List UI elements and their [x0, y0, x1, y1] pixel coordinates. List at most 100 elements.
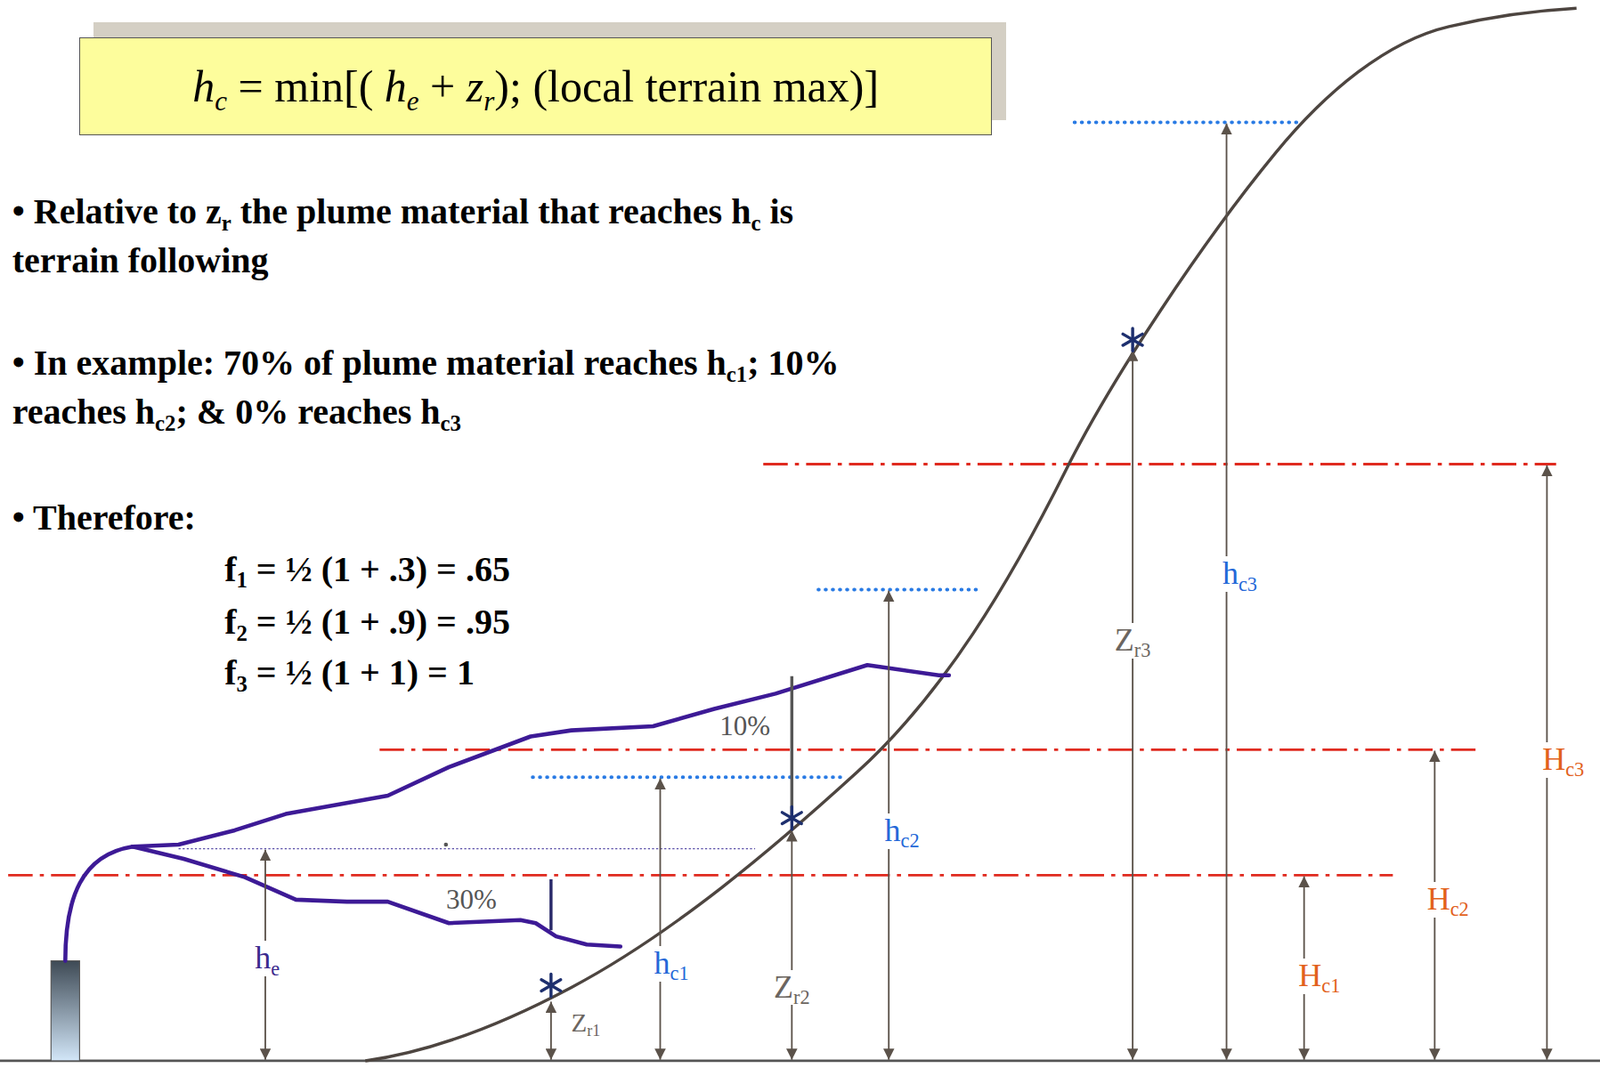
height-label: h	[885, 812, 902, 849]
formula-text: z	[466, 61, 484, 112]
centerline-dot	[444, 843, 449, 848]
bullet-text: ; & 0% reaches h	[176, 391, 441, 432]
formula-text: =	[238, 61, 264, 112]
formula-text: min[(	[274, 61, 374, 112]
bullet-text-group: • Relative to zr the plume material that …	[12, 191, 794, 233]
height-label: c3	[1238, 573, 1258, 596]
percent-label-group: 10%	[716, 711, 773, 742]
plume	[64, 665, 949, 961]
height-label: Z	[570, 1008, 587, 1038]
hc3-dotted	[1074, 121, 1299, 125]
bullet-text-group: terrain following	[12, 240, 269, 282]
hc1-line	[8, 874, 1393, 878]
terrain-curve	[365, 8, 1576, 1062]
height-label: h	[654, 945, 671, 982]
height-label-group: Hc3	[1539, 742, 1587, 779]
height-label: e	[270, 958, 280, 981]
zr1-arrow	[550, 1001, 553, 1060]
fraction-equation-group: f3 = ½ (1 + 1) = 1	[224, 652, 475, 694]
bullet-text: c	[750, 211, 761, 236]
height-label-group: Zr3	[1112, 623, 1154, 659]
bullet-text: c1	[726, 362, 748, 387]
plume-lower-edge	[132, 846, 621, 947]
bullet-text: • Relative to z	[12, 191, 222, 232]
height-label: c3	[1565, 758, 1584, 781]
height-label: h	[1222, 555, 1239, 592]
bullet-text: terrain following	[12, 240, 269, 281]
fraction-equation: 1	[235, 568, 247, 593]
bullet-text-group: reaches hc2; & 0% reaches hc3	[12, 391, 462, 433]
fraction-equation-group: f1= ½ (1 + .3) = .65	[224, 549, 511, 591]
formula-text: +	[430, 61, 455, 112]
asterisk	[1122, 328, 1143, 351]
bullet-text-group: • Therefore:	[12, 497, 196, 539]
formula-text: h	[192, 61, 215, 112]
bullet-text: reaches h	[12, 391, 155, 432]
fraction-equation: f	[224, 652, 236, 693]
height-label: r2	[793, 986, 811, 1009]
bullet-text: c3	[440, 411, 462, 436]
formula-text: e	[406, 85, 420, 117]
plume-centerline	[178, 848, 756, 850]
bullet-text: ; 10%	[747, 342, 839, 383]
formula-text: r	[483, 85, 495, 117]
zr3-arrow	[1131, 349, 1134, 1061]
ground-line	[0, 1060, 1600, 1064]
height-label-group: he	[251, 941, 283, 977]
bullet-text: • In example: 70% of plume material reac…	[12, 342, 727, 383]
height-label-group: Hc1	[1295, 958, 1343, 995]
height-label: H	[1542, 741, 1566, 778]
formula-text: h	[384, 61, 407, 112]
height-label-group: Zr1	[568, 1009, 603, 1039]
fraction-equation: = ½ (1 + 1) = 1	[256, 652, 475, 693]
receptor-asterisks	[541, 328, 1143, 998]
height-label: c1	[670, 962, 690, 985]
bullet-text-group: • In example: 70% of plume material reac…	[12, 342, 840, 384]
bullet-text: is	[769, 191, 794, 232]
height-label: r3	[1134, 639, 1152, 662]
critical-height-lines	[8, 463, 1557, 876]
hc2-dotted	[818, 587, 982, 592]
hc2-line	[379, 748, 1478, 752]
height-label: r1	[586, 1022, 601, 1040]
height-label: c2	[1450, 898, 1470, 921]
bullet-text: the plume material that reaches h	[240, 191, 752, 232]
plume-rise	[64, 846, 133, 961]
height-label-group: Zr2	[771, 970, 813, 1007]
asterisk	[541, 974, 561, 998]
formula-box: hc=min[(he+zr);(local terrain max)]	[79, 37, 992, 136]
bullet-text: • Therefore:	[12, 497, 196, 538]
height-label: h	[254, 940, 271, 976]
height-label-group: hc2	[882, 813, 923, 850]
formula-text: c	[214, 85, 228, 117]
fraction-equation: 3	[235, 672, 247, 697]
stack	[50, 961, 80, 1062]
fraction-bar-10	[790, 676, 794, 817]
fraction-equation: f	[224, 601, 236, 642]
height-label-group: hc1	[651, 946, 692, 983]
height-label-group: hc3	[1219, 556, 1260, 593]
bullet-text: c2	[154, 411, 176, 436]
fraction-equation: 2	[235, 621, 247, 646]
formula-text: );	[494, 61, 522, 112]
hc1-arrow	[659, 778, 662, 1060]
height-label: H	[1427, 881, 1451, 918]
height-label-group: Hc2	[1424, 882, 1472, 918]
hc3-line	[763, 462, 1556, 466]
formula-text: (local terrain max)]	[532, 61, 879, 112]
percent-label: 10%	[719, 710, 771, 742]
plume-upper-edge	[132, 665, 950, 847]
fraction-equation: = ½ (1 + .3) = .65	[256, 549, 511, 590]
asterisk	[781, 807, 802, 830]
height-label: c1	[1321, 974, 1341, 998]
height-label: Z	[1114, 622, 1135, 658]
dimension-arrows	[265, 123, 1547, 1061]
percent-label-group: 30%	[443, 885, 500, 916]
fraction-equation: = ½ (1 + .9) = .95	[256, 601, 511, 642]
height-label: Z	[773, 969, 794, 1006]
bullet-text: r	[221, 211, 232, 236]
fraction-bar-30	[549, 879, 553, 931]
fraction-equation-group: f2 = ½ (1 + .9) = .95	[224, 601, 511, 643]
